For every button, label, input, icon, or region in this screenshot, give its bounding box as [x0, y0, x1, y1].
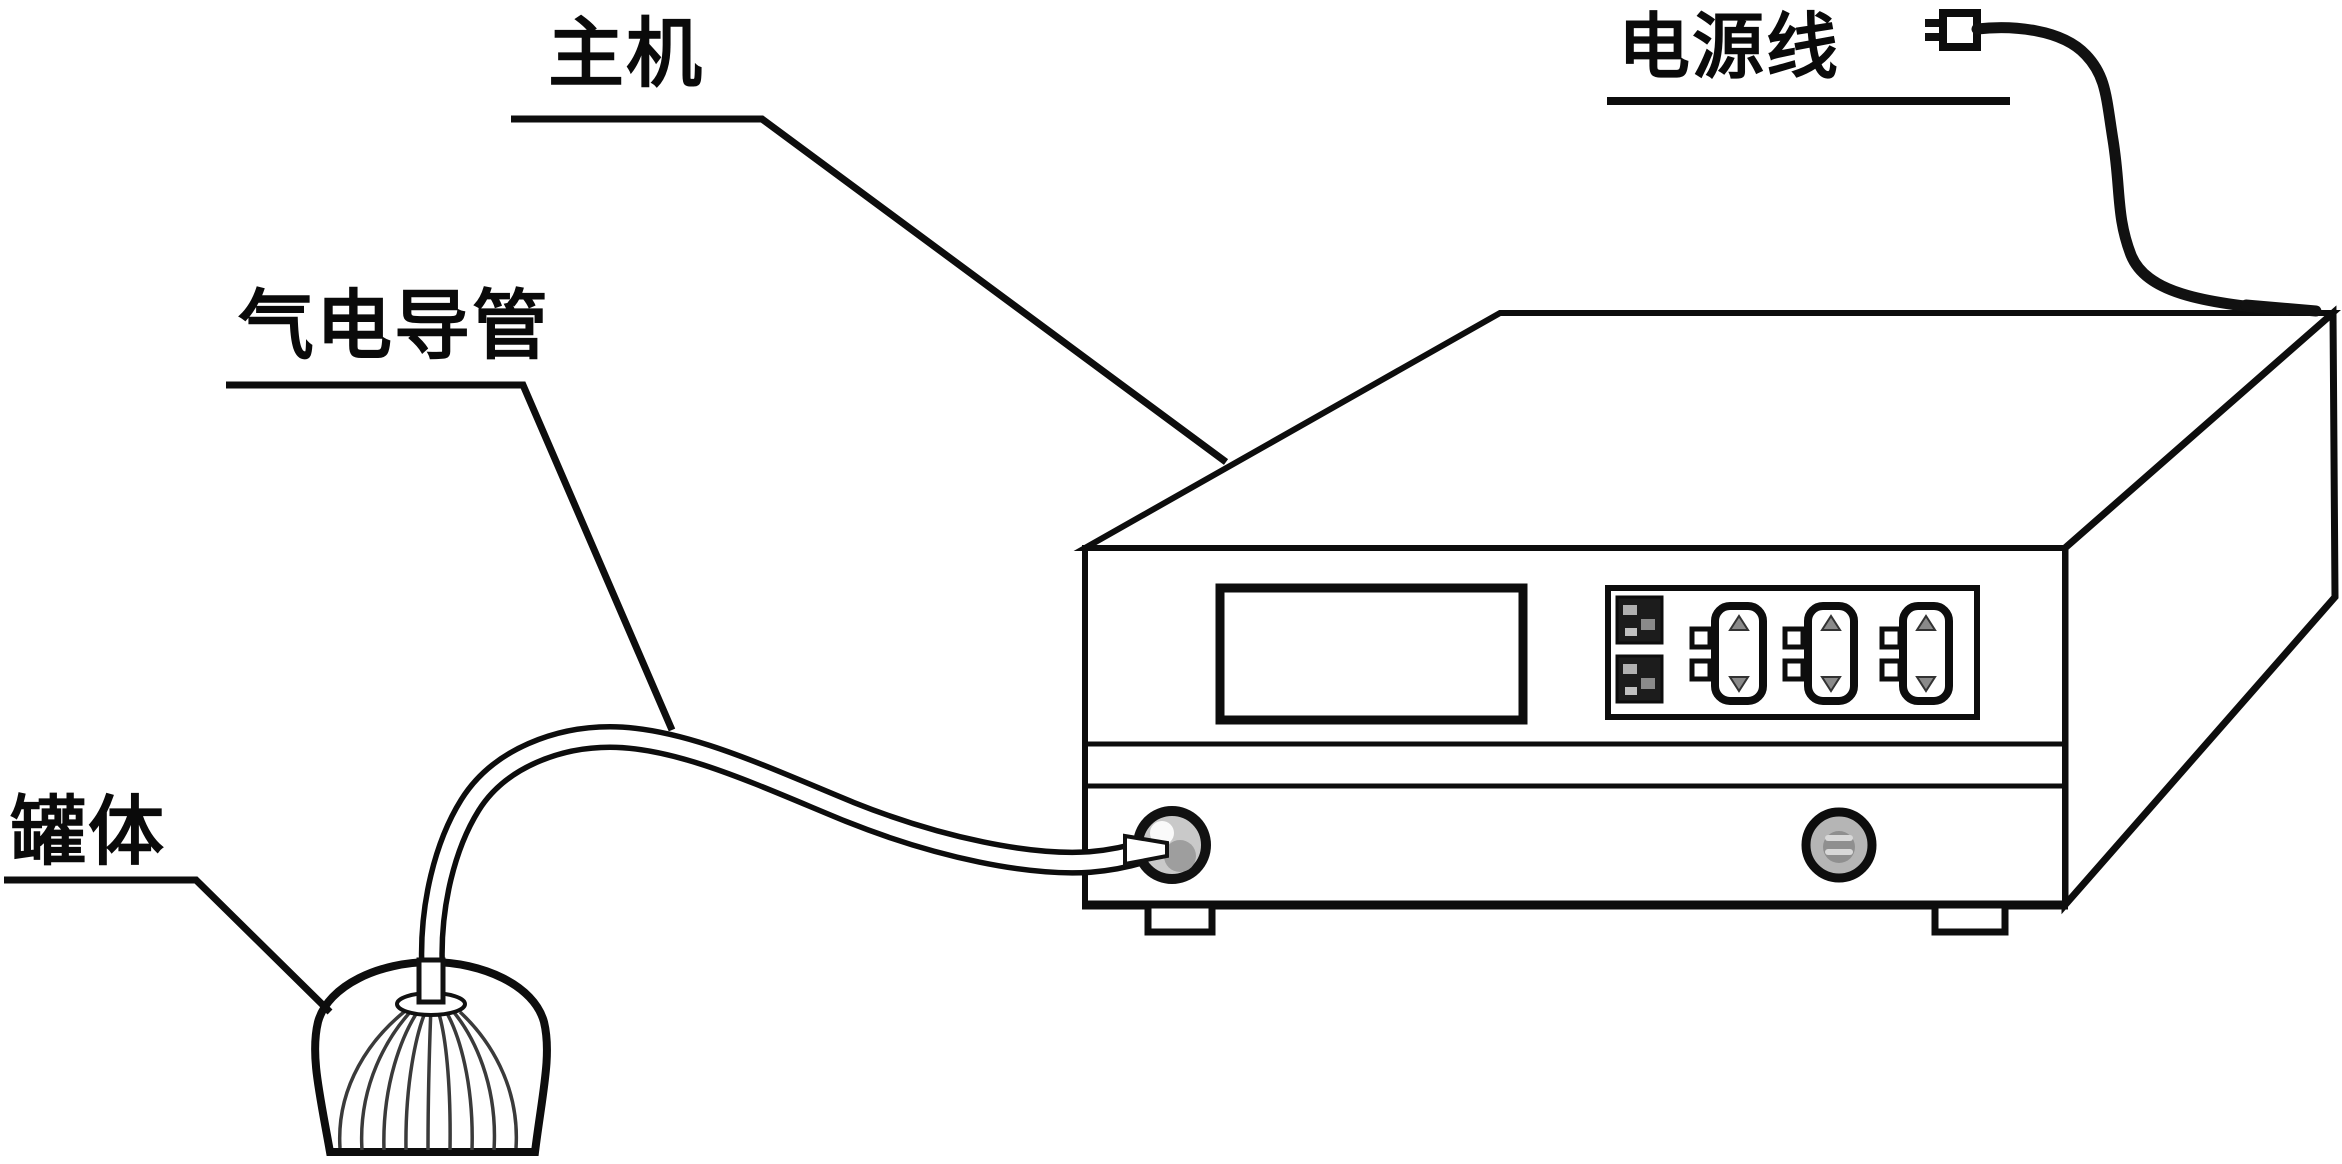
foot-left [1144, 901, 1216, 936]
power-cord-junction [2240, 299, 2322, 317]
leader-line-gas-electric-catheter [226, 381, 676, 732]
main-unit-box [1073, 305, 2341, 936]
label-power-cord: 电源线 [1618, 5, 1840, 89]
indicator-button [1879, 658, 1903, 682]
leader-line-tank-body [4, 876, 333, 1015]
annotations: 主机 电源线 气电导管 罐体 [4, 5, 2010, 1015]
leader-line-main-unit [511, 115, 1229, 465]
down-arrow-icon [1915, 676, 1937, 693]
indicator-button [1782, 626, 1806, 650]
tank-neck [416, 957, 446, 1005]
display-screen [1215, 583, 1528, 725]
tube-port-connector [1123, 806, 1211, 884]
rocker-switch [1711, 602, 1767, 705]
foot-right [1931, 901, 2009, 936]
function-button-bottom [1615, 654, 1664, 704]
power-plug-icon [1925, 9, 1981, 51]
up-arrow-icon [1820, 614, 1842, 631]
indicator-button [1689, 658, 1713, 682]
power-cord-line [1971, 22, 2292, 316]
indicator-button [1689, 626, 1713, 650]
plug-prong [1925, 33, 1945, 41]
label-gas-electric-catheter: 气电导管 [238, 281, 550, 370]
label-tank-body: 罐体 [10, 787, 166, 876]
function-button-top [1615, 595, 1664, 645]
down-arrow-icon [1820, 676, 1842, 693]
plug-body [1939, 9, 1981, 51]
label-main-unit: 主机 [548, 9, 704, 98]
down-arrow-icon [1728, 676, 1750, 693]
catheter-tube [418, 723, 1165, 978]
tank-canister [311, 957, 551, 1156]
rocker-switch [1804, 602, 1858, 705]
tube-end-fitting [1123, 833, 1169, 867]
knob [1801, 807, 1877, 883]
plug-prong [1925, 19, 1945, 27]
indicator-button [1782, 658, 1806, 682]
indicator-button [1879, 626, 1903, 650]
control-panel [1605, 585, 1980, 720]
rocker-switch [1899, 602, 1953, 705]
up-arrow-icon [1915, 614, 1937, 631]
tank-ribs [338, 1005, 519, 1151]
up-arrow-icon [1728, 614, 1750, 631]
